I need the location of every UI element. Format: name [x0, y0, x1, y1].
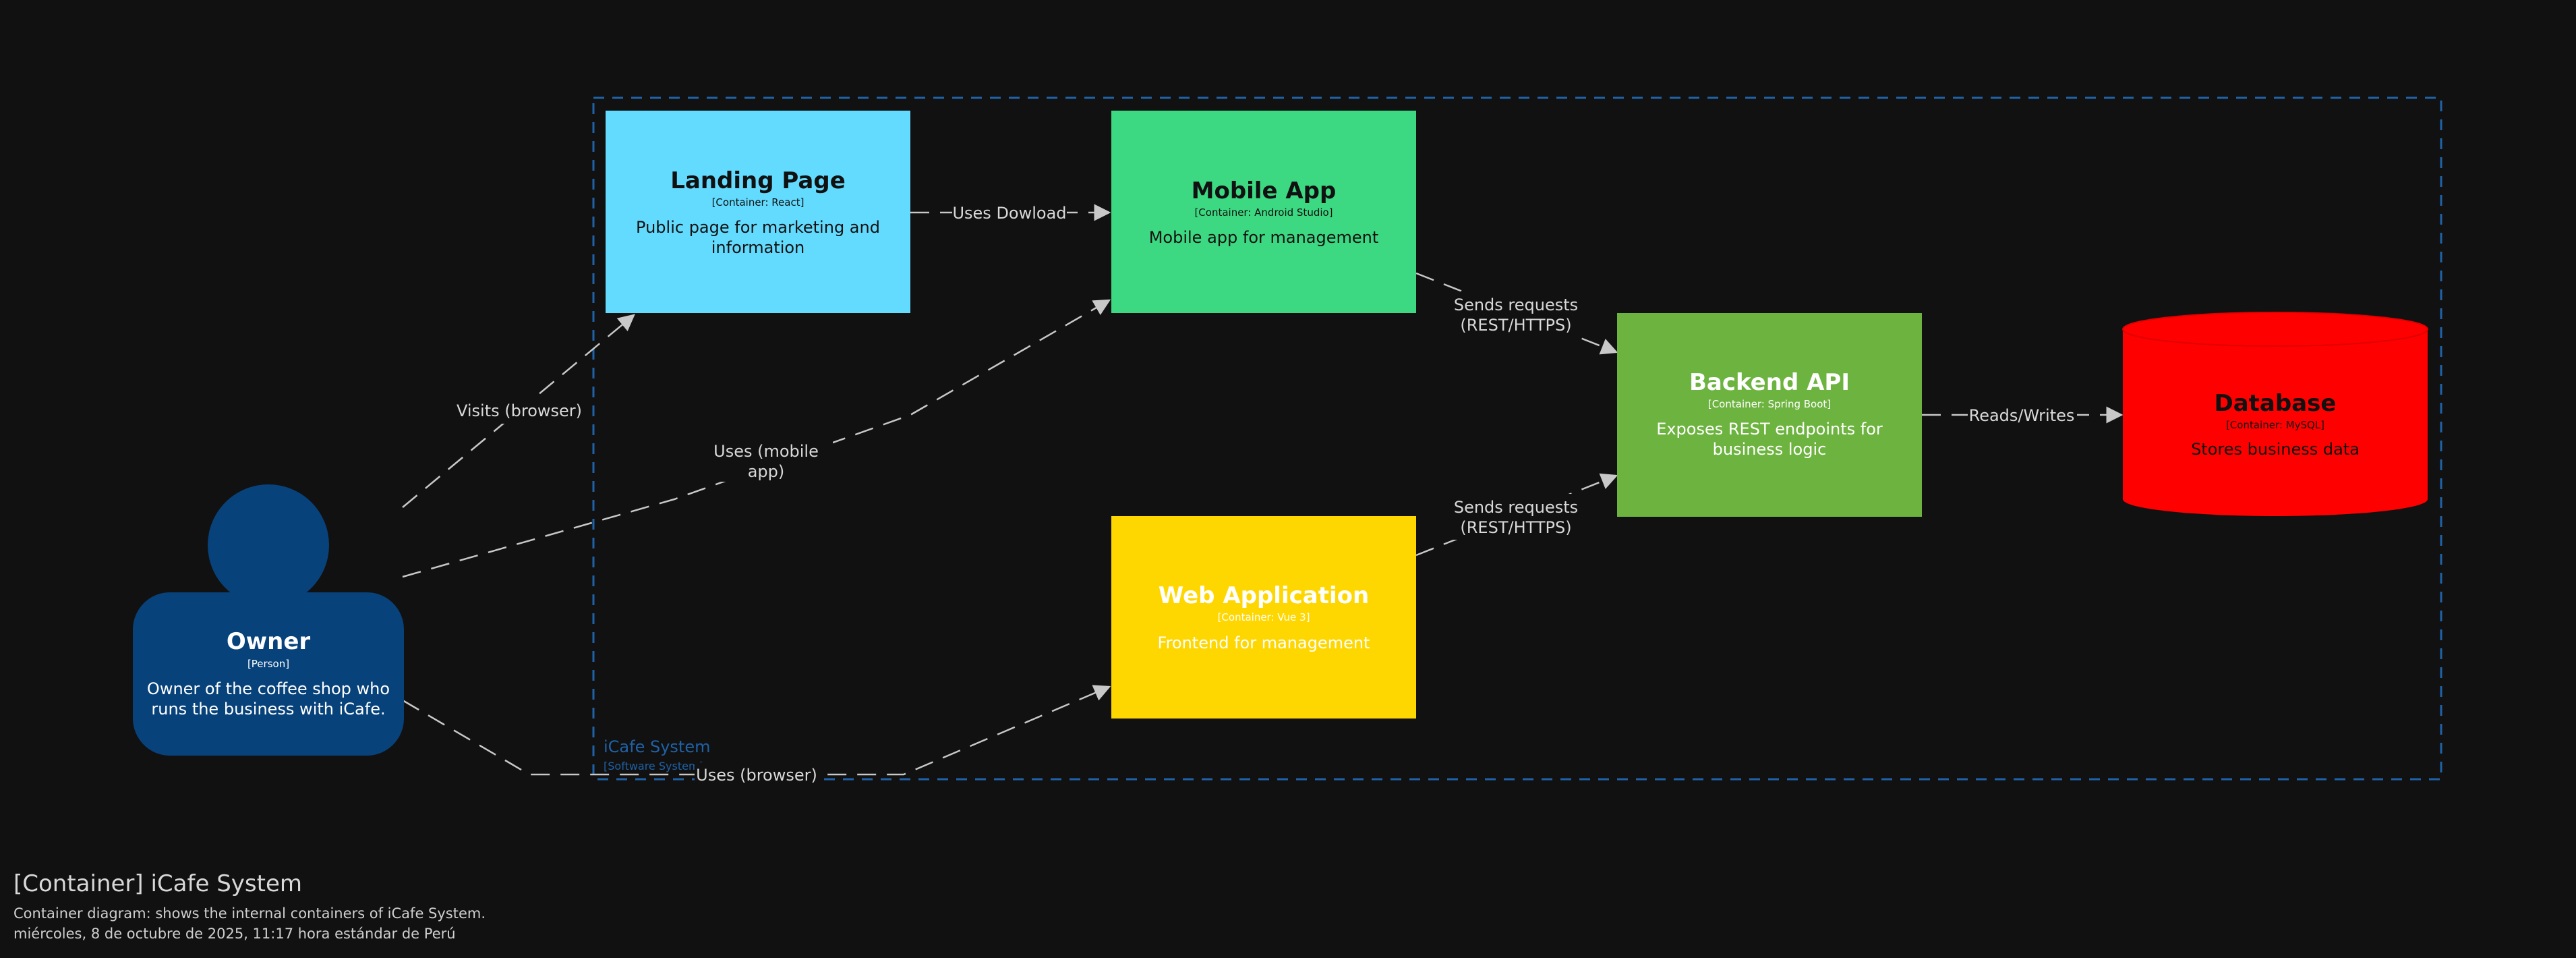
web-application-type: [Container: Vue 3] [1218, 611, 1310, 623]
mobile-app-title: Mobile App [1192, 177, 1337, 204]
edge-label-owner-landing: Visits (browser) [457, 401, 582, 420]
web-application-node[interactable]: Web Application [Container: Vue 3] Front… [1111, 516, 1416, 718]
database-node[interactable]: Database [Container: MySQL] Stores busin… [2122, 312, 2428, 516]
web-application-description: Frontend for management [1158, 633, 1370, 652]
diagram-date: miércoles, 8 de octubre de 2025, 11:17 h… [13, 926, 456, 942]
edge-label-mobile-backend: Sends requests(REST/HTTPS) [1454, 295, 1578, 335]
owner-node[interactable]: Owner [Person] Owner of the coffee shop … [133, 484, 404, 756]
database-cylinder-icon [2122, 312, 2428, 516]
landing-page-node[interactable]: Landing Page [Container: React] Public p… [606, 111, 910, 313]
landing-page-title: Landing Page [670, 167, 846, 194]
database-type: [Container: MySQL] [2226, 419, 2324, 431]
mobile-app-type: [Container: Android Studio] [1194, 206, 1333, 219]
owner-type: [Person] [247, 658, 289, 670]
edge-label-owner-web: Uses (browser) [696, 766, 817, 785]
boundary-type: [Software System] [604, 760, 703, 772]
diagram-title: [Container] iCafe System [13, 870, 302, 897]
database-title: Database [2215, 390, 2337, 417]
owner-title: Owner [227, 628, 311, 655]
backend-api-node[interactable]: Backend API [Container: Spring Boot] Exp… [1617, 313, 1922, 517]
landing-page-type: [Container: React] [712, 196, 804, 208]
person-icon [208, 484, 329, 606]
system-boundary: iCafe System [Software System] [592, 96, 2442, 781]
edge-label-web-backend: Sends requests(REST/HTTPS) [1454, 498, 1578, 537]
mobile-app-description: Mobile app for management [1149, 228, 1379, 247]
edge-label-landing-mobile: Uses Dowload [952, 204, 1066, 223]
backend-api-type: [Container: Spring Boot] [1708, 398, 1831, 410]
web-application-title: Web Application [1159, 582, 1369, 609]
edge-label-backend-database: Reads/Writes [1969, 406, 2075, 425]
boundary-name: iCafe System [604, 737, 710, 756]
backend-api-title: Backend API [1689, 369, 1850, 396]
mobile-app-node[interactable]: Mobile App [Container: Android Studio] M… [1111, 111, 1416, 313]
edge-owner-web [402, 685, 1111, 776]
owner-body [133, 592, 404, 756]
database-description: Stores business data [2191, 440, 2360, 459]
diagram-description: Container diagram: shows the internal co… [13, 905, 486, 922]
